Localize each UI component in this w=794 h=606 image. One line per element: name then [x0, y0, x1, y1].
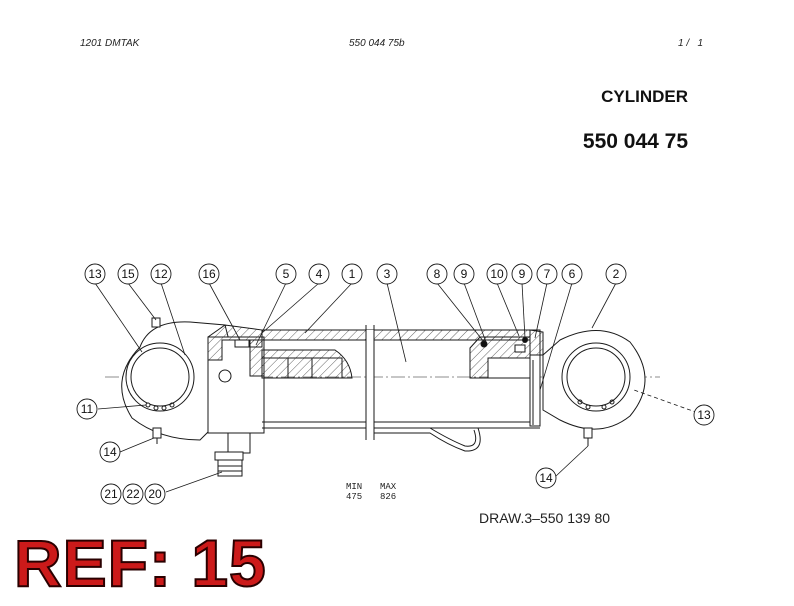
- rear-head: [207, 324, 265, 477]
- callout-label: 1: [349, 267, 356, 281]
- ref-label: REF: 15: [13, 526, 267, 600]
- callout-label: 22: [126, 487, 140, 501]
- drawing-reference: DRAW.3–550 139 80: [479, 510, 610, 526]
- callout-label: 16: [202, 267, 216, 281]
- callout-label: 15: [121, 267, 135, 281]
- callout-label: 21: [104, 487, 118, 501]
- stroke-table: MIN MAX 475 826: [346, 482, 397, 502]
- callout-label: 14: [103, 445, 117, 459]
- stroke-min-value: 475: [346, 492, 362, 502]
- stroke-max-label: MAX: [380, 482, 397, 492]
- callout-label: 6: [569, 267, 576, 281]
- header-left: 1201 DMTAK: [80, 38, 140, 49]
- callout-label: 12: [154, 267, 168, 281]
- leader-lines: [94, 282, 705, 493]
- callout-label: 8: [434, 267, 441, 281]
- callout-label: 7: [544, 267, 551, 281]
- callout-label: 14: [539, 471, 553, 485]
- callout-bubbles: [76, 263, 715, 505]
- callout-label: 13: [697, 408, 711, 422]
- callout-label: 9: [461, 267, 468, 281]
- stroke-min-label: MIN: [346, 482, 362, 492]
- part-name: CYLINDER: [601, 87, 688, 106]
- callout-labels: 13 15 12 16 5 4 1 3 8 9 10 9 7 6 2 11 14…: [81, 267, 711, 501]
- callout-label: 11: [81, 402, 94, 416]
- stroke-max-value: 826: [380, 492, 396, 502]
- callout-label: 2: [613, 267, 620, 281]
- callout-label: 4: [316, 267, 323, 281]
- callout-label: 13: [88, 267, 102, 281]
- left-eye: [121, 317, 233, 444]
- callout-label: 9: [519, 267, 526, 281]
- part-number: 550 044 75: [582, 130, 688, 153]
- header-page: 1 / 1: [678, 38, 704, 49]
- callout-label: 3: [384, 267, 391, 281]
- callout-label: 5: [283, 267, 290, 281]
- callout-label: 10: [490, 267, 504, 281]
- barrel: [261, 325, 544, 452]
- header-center: 550 044 75b: [349, 38, 405, 49]
- right-eye: [542, 330, 646, 446]
- callout-label: 20: [148, 487, 162, 501]
